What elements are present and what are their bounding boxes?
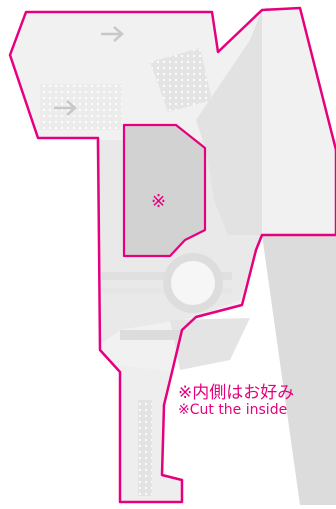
inner-window-fill <box>124 125 205 256</box>
outer-cut-line <box>8 6 336 504</box>
inner-window-outline <box>122 123 207 258</box>
dot-panel-left-pattern <box>40 84 122 130</box>
cut-note-japanese: ※内側はお好み <box>178 383 295 403</box>
round-joint-inner <box>171 261 215 305</box>
inner-structure-3 <box>170 318 250 370</box>
inner-structure-2 <box>196 10 262 235</box>
stem-rail-pattern <box>138 400 152 496</box>
band-3 <box>120 330 180 340</box>
arrow-right-icon <box>54 100 77 116</box>
reference-mark-icon: ※ <box>151 191 167 212</box>
cut-note-english: ※Cut the inside <box>178 402 288 418</box>
arrow-right-icon <box>101 26 124 42</box>
dot-panel-top-pattern <box>150 48 212 112</box>
